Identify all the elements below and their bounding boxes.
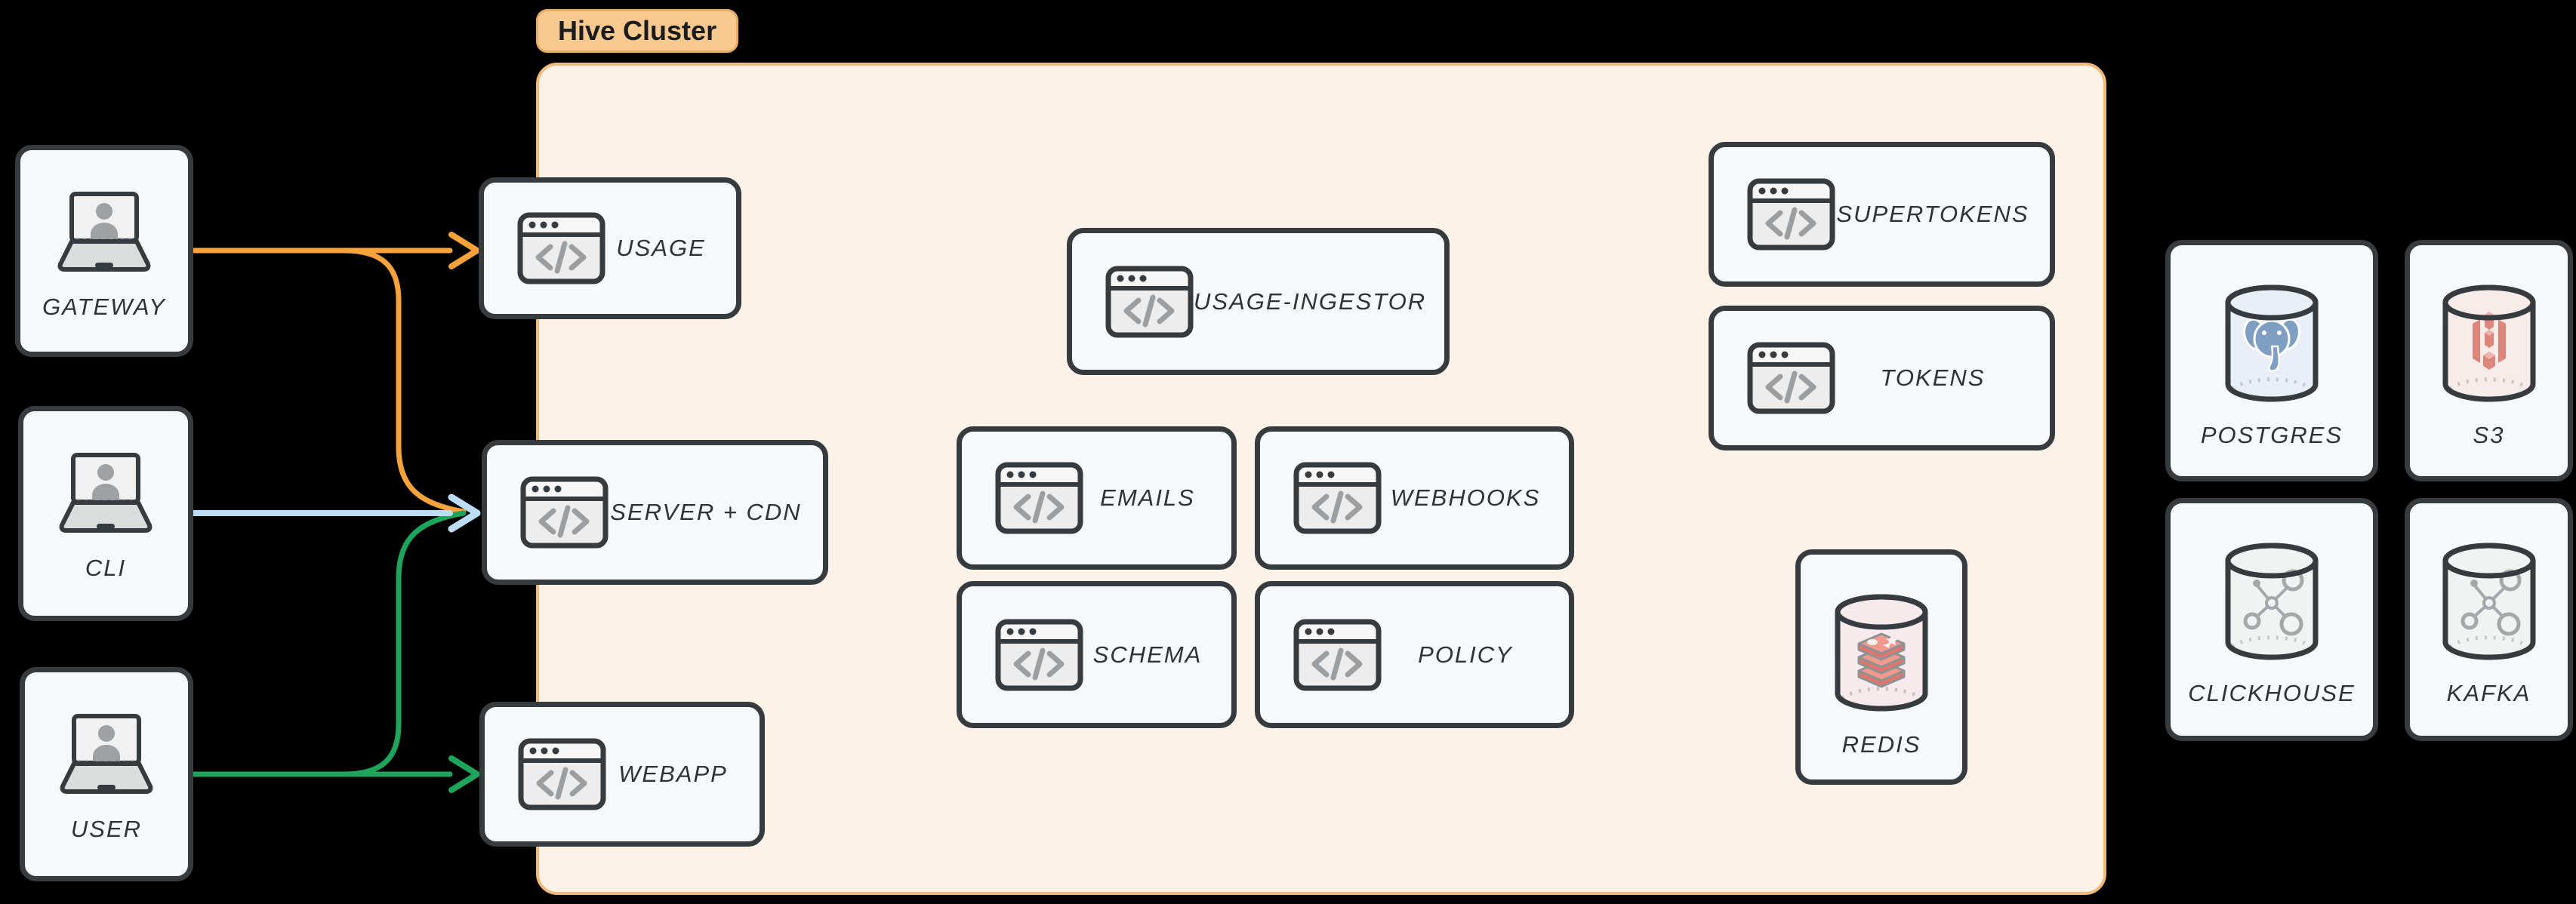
node-label: S3 (2473, 422, 2505, 448)
node-label: WEBHOOKS (1390, 484, 1541, 511)
node-supertokens: SUPERTOKENS (1709, 142, 2055, 287)
node-kafka: KAFKA (2405, 498, 2573, 741)
node-emails: EMAILS (957, 426, 1237, 570)
node-user: USER (20, 667, 193, 881)
node-s3: S3 (2405, 240, 2573, 481)
edge-user-webapp-arrowhead (448, 755, 480, 793)
edge-gateway-servercdn (340, 248, 467, 515)
edge-cli-servercdn-arrowhead (448, 494, 481, 533)
node-label: POLICY (1418, 641, 1513, 668)
node-label: WEBAPP (618, 761, 728, 787)
node-clickhouse: CLICKHOUSE (2165, 498, 2378, 741)
code-window-icon (517, 212, 605, 284)
node-label: GATEWAY (42, 294, 166, 320)
code-window-icon (1293, 619, 1382, 691)
code-window-icon (995, 619, 1083, 691)
molecule-cylinder-icon (2222, 541, 2322, 662)
node-webapp: WEBAPP (479, 702, 765, 847)
hive-cluster-label: Hive Cluster (536, 9, 739, 53)
node-usage-ingestor: USAGE-INGESTOR (1067, 228, 1450, 375)
code-window-icon (1747, 178, 1835, 251)
node-gateway: GATEWAY (15, 145, 193, 357)
node-schema: SCHEMA (957, 581, 1237, 728)
code-window-icon (1105, 266, 1194, 338)
node-label: REDIS (1841, 731, 1921, 758)
node-label: SCHEMA (1092, 641, 1203, 668)
node-label: KAFKA (2446, 680, 2531, 706)
node-label: POSTGRES (2200, 422, 2343, 448)
node-label: SERVER + CDN (610, 499, 802, 525)
node-server-cdn: SERVER + CDN (482, 440, 828, 585)
node-label: CLICKHOUSE (2188, 680, 2356, 706)
edge-gateway-usage-arrowhead (448, 232, 480, 269)
code-window-icon (1747, 342, 1835, 414)
edge-user-servercdn (340, 510, 467, 777)
node-label: CLI (85, 555, 127, 581)
node-tokens: TOKENS (1709, 306, 2055, 450)
node-redis: REDIS (1795, 549, 1967, 785)
code-window-icon (1293, 462, 1382, 534)
node-label: EMAILS (1100, 484, 1195, 511)
code-window-icon (520, 476, 609, 549)
node-label: SUPERTOKENS (1836, 201, 2029, 227)
molecule-cylinder-icon (2439, 541, 2539, 662)
s3-cylinder-icon (2439, 283, 2539, 404)
laptop-user-icon (50, 713, 163, 796)
node-usage: USAGE (479, 177, 741, 319)
redis-cylinder-icon (1832, 592, 1931, 713)
node-webhooks: WEBHOOKS (1255, 426, 1574, 570)
node-cli: CLI (18, 406, 193, 621)
laptop-user-icon (49, 452, 162, 535)
code-window-icon (518, 738, 606, 810)
node-policy: POLICY (1255, 581, 1574, 728)
postgres-cylinder-icon (2222, 283, 2322, 404)
node-label: USAGE (616, 235, 706, 261)
node-label: USAGE-INGESTOR (1194, 287, 1427, 315)
node-label: TOKENS (1880, 364, 1986, 391)
code-window-icon (995, 462, 1083, 534)
node-label: USER (70, 816, 143, 842)
laptop-user-icon (48, 191, 161, 274)
node-postgres: POSTGRES (2165, 240, 2378, 481)
